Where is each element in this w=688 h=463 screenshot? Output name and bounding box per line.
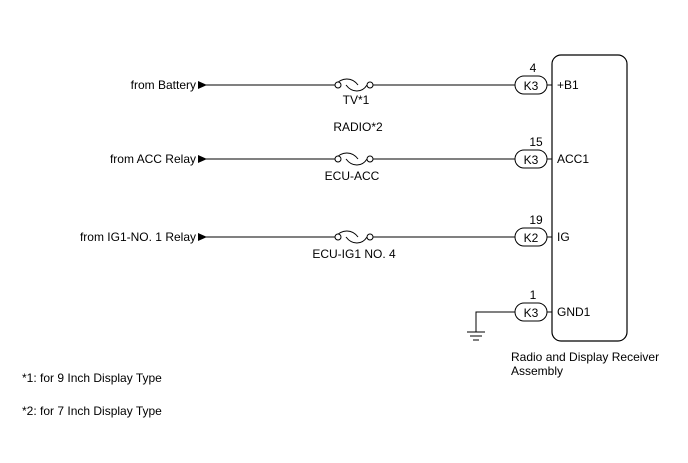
connector-label: K3 [524,306,539,320]
circuit-battery: from Battery TV*1 RADIO*2 4 K3 +B1 [131,61,579,134]
fuse-label-ecu-ig1: ECU-IG1 NO. 4 [312,247,396,261]
terminal-label: ACC1 [557,152,589,166]
component-name-line2: Assembly [511,364,563,378]
circuit-acc: from ACC Relay ECU-ACC 15 K3 ACC1 [110,135,589,183]
fuse-label-radio: RADIO*2 [333,120,383,134]
arrow-icon [198,233,207,241]
circuit-ig1: from IG1-NO. 1 Relay ECU-IG1 NO. 4 19 K2… [80,213,570,261]
connector-label: K3 [524,153,539,167]
arrow-icon [198,81,207,89]
terminal-label: GND1 [557,305,591,319]
terminal-label: IG [557,230,570,244]
connector-label: K2 [524,231,539,245]
source-label-battery: from Battery [131,78,196,92]
fuse-label-tv: TV*1 [343,93,370,107]
source-label-acc: from ACC Relay [110,152,196,166]
pin-number: 15 [529,135,543,149]
arrow-icon [198,155,207,163]
circuit-ground: 1 K3 GND1 [467,288,591,341]
source-label-ig1: from IG1-NO. 1 Relay [80,230,196,244]
receiver-assembly-box [551,54,628,342]
footnote-1: *1: for 9 Inch Display Type [22,371,162,385]
fuse-label-ecu-acc: ECU-ACC [325,169,380,183]
pin-number: 1 [530,288,537,302]
pin-number: 19 [529,213,543,227]
pin-number: 4 [530,61,537,75]
component-name-line1: Radio and Display Receiver [511,350,659,364]
footnote-2: *2: for 7 Inch Display Type [22,404,162,418]
connector-label: K3 [524,79,539,93]
ground-icon [467,331,485,341]
terminal-label: +B1 [557,78,579,92]
